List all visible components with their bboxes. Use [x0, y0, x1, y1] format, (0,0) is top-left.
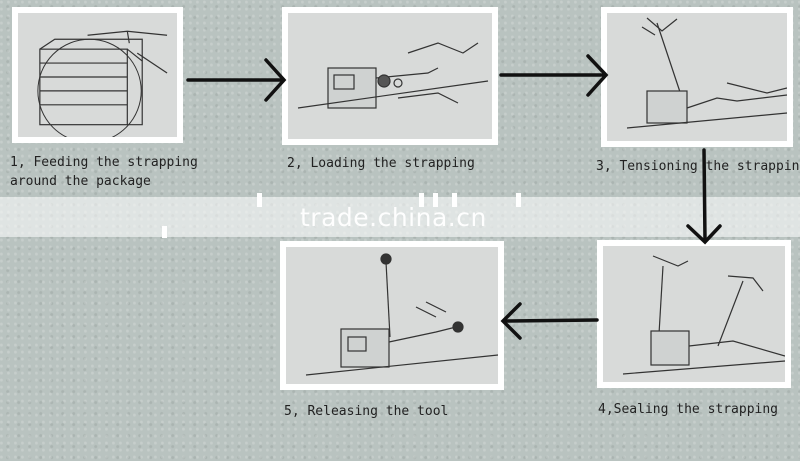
band-tick [452, 193, 457, 207]
band-tick [419, 193, 424, 207]
watermark-band [0, 197, 800, 237]
step1-caption: 1, Feeding the strapping around the pack… [10, 155, 198, 189]
tensioning-strapping-illustration [607, 13, 787, 141]
band-tick [257, 193, 262, 207]
sealing-strapping-illustration [603, 246, 785, 382]
step1-image-panel [12, 7, 183, 143]
step4-caption: 4,Sealing the strapping [598, 402, 779, 417]
watermark-text: trade.china.cn [300, 203, 487, 232]
band-tick [162, 226, 167, 238]
step2-caption: 2, Loading the strapping [287, 156, 475, 171]
feeding-strapping-illustration [18, 13, 177, 137]
band-tick [516, 193, 521, 207]
step5-image-panel [280, 241, 504, 390]
step3-caption: 3, Tensioning the strappin [596, 159, 800, 174]
loading-strapping-illustration [288, 13, 492, 139]
step2-image-panel [282, 7, 498, 145]
band-tick [433, 193, 438, 207]
step4-image-panel [597, 240, 791, 388]
step3-image-panel [601, 7, 793, 147]
releasing-tool-illustration [286, 247, 498, 384]
step5-caption: 5, Releasing the tool [284, 404, 449, 419]
